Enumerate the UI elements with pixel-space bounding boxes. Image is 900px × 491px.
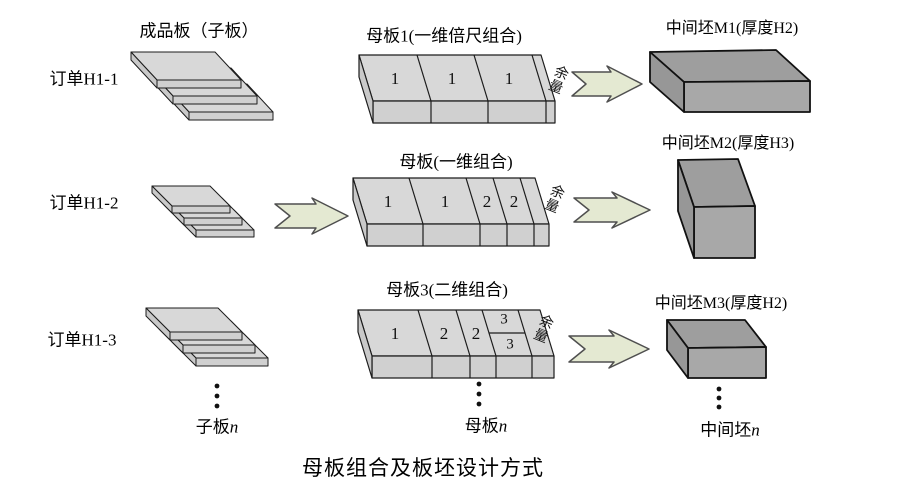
- cell-number: 1: [383, 192, 393, 211]
- cell-divider: [408, 177, 424, 225]
- billet-n-label: 中间坯n: [700, 416, 760, 441]
- mother-n-text: 母板: [464, 416, 499, 436]
- billet-m1-box: [649, 49, 811, 113]
- plate-side-face: [130, 51, 158, 89]
- mother-board-3-slab: [357, 309, 555, 379]
- cell-divider: [455, 309, 471, 357]
- cell-number: 1: [440, 192, 450, 211]
- order-label-h1-3: 订单H1-3: [47, 330, 117, 350]
- dot: [716, 404, 722, 410]
- plate-side-face: [145, 307, 171, 341]
- arrow-right: [571, 65, 643, 103]
- mother-board-1-slab: [358, 54, 556, 124]
- plate-1: [130, 51, 242, 89]
- mother-n-var: n: [498, 416, 508, 436]
- billet-front-face: [683, 80, 811, 113]
- cell-number: 2: [509, 192, 519, 211]
- billet-n-var: n: [751, 420, 760, 440]
- billet-m3-label: 中间坯M3(厚度H2): [654, 295, 788, 313]
- plate-front-face: [172, 95, 258, 105]
- dot: [476, 391, 482, 397]
- cell-divider: [531, 54, 547, 102]
- ellipsis-billets: [716, 386, 722, 410]
- order-label-h1-1: 订单H1-1: [49, 69, 119, 89]
- plate-front-face: [171, 205, 231, 214]
- sub-plate-n-label: 子板n: [196, 413, 239, 438]
- plate-front-face: [195, 229, 255, 238]
- billet-side-face: [677, 159, 695, 259]
- sub-plate-n-var: n: [229, 417, 239, 437]
- cell-number: 1: [447, 69, 457, 88]
- billet-front-face: [693, 205, 756, 259]
- plate-1: [151, 185, 231, 214]
- slab-side-face: [357, 309, 373, 379]
- billet-m2-box: [677, 158, 756, 259]
- billet-side-face: [666, 319, 689, 379]
- slab-front-face: [366, 223, 550, 247]
- dot: [716, 386, 722, 392]
- cell-number: 1: [390, 69, 400, 88]
- slab-top-face: [358, 54, 556, 102]
- order2-plate-stack: [151, 185, 255, 238]
- plate-front-face: [188, 111, 274, 121]
- mother-board-1-label: 母板1(一维倍尺组合): [366, 26, 522, 46]
- arrow-right: [573, 191, 651, 229]
- cell-number: 2: [439, 324, 449, 343]
- cell-divider: [416, 54, 432, 102]
- cell-divider: [473, 54, 489, 102]
- order3-plate-stack: [145, 307, 269, 367]
- dot: [214, 383, 220, 389]
- cell-number-split-bottom: 3: [506, 336, 514, 353]
- cell-number: 1: [504, 69, 514, 88]
- plate-front-face: [156, 79, 242, 89]
- mother-board-2-label: 母板(一维组合): [399, 152, 513, 172]
- plate-front-face: [182, 344, 256, 354]
- dot: [214, 403, 220, 409]
- billet-side-face: [649, 51, 685, 113]
- plate-front-face: [195, 357, 269, 367]
- cell-number-split-top: 3: [500, 311, 508, 328]
- cell-divider: [519, 177, 535, 225]
- cell-number: 2: [471, 324, 481, 343]
- dot: [214, 393, 220, 399]
- cell-divider: [417, 309, 433, 357]
- plate-1: [145, 307, 243, 341]
- mother-board-2-slab: [352, 177, 550, 247]
- plate-front-face: [183, 217, 243, 226]
- slab-front-face: [371, 355, 555, 379]
- arrow-right: [568, 329, 650, 369]
- dot: [476, 401, 482, 407]
- dot: [716, 395, 722, 401]
- sub-plate-header: 成品板（子板）: [139, 21, 259, 41]
- cell-number: 1: [390, 324, 400, 343]
- billet-n-text: 中间坯: [700, 420, 752, 440]
- ellipsis-sub-plates: [214, 383, 220, 409]
- sub-plate-n-text: 子板: [195, 417, 230, 437]
- cell-number: 2: [482, 192, 492, 211]
- order1-plate-stack: [130, 51, 274, 121]
- arrow-right: [274, 197, 349, 235]
- billet-m2-label: 中间坯M2(厚度H3): [661, 135, 795, 153]
- slab-top-face: [352, 177, 550, 225]
- billet-front-face: [687, 346, 767, 379]
- slab-front-face: [372, 100, 556, 124]
- slab-side-face: [352, 177, 368, 247]
- plate-side-face: [151, 185, 173, 214]
- diagram-title: 母板组合及板坯设计方式: [302, 456, 544, 480]
- dot: [476, 381, 482, 387]
- billet-m3-box: [666, 319, 767, 379]
- plate-front-face: [169, 331, 243, 341]
- slab-side-face: [358, 54, 374, 124]
- cell-divider: [492, 177, 508, 225]
- ellipsis-mother-boards: [476, 381, 482, 407]
- mother-n-label: 母板n: [465, 412, 508, 437]
- billet-m1-label: 中间坯M1(厚度H2): [665, 20, 799, 38]
- mother-board-3-label: 母板3(二维组合): [386, 280, 508, 300]
- cell-divider: [465, 177, 481, 225]
- order-label-h1-2: 订单H1-2: [49, 193, 119, 213]
